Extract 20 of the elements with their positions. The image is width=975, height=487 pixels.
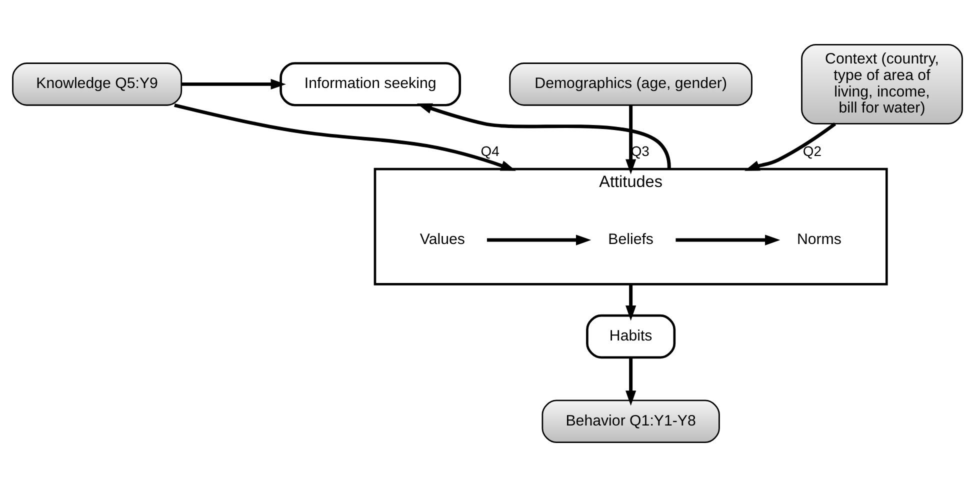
arrow — [676, 234, 780, 246]
edge-label: Q4 — [480, 142, 500, 159]
arrow — [626, 358, 636, 406]
node-box: Habits — [586, 314, 676, 359]
arrow — [416, 103, 671, 170]
node-text: Values — [420, 230, 465, 248]
node-box: Information seeking — [280, 62, 462, 106]
node-box: Demographics (age, gender) — [509, 62, 752, 106]
arrow — [181, 78, 286, 90]
node-box: Knowledge Q5:Y9 — [12, 62, 182, 106]
node-box: Context (country, type of area of living, income, bill for water) — [801, 44, 963, 124]
edge-label: Q2 — [802, 142, 822, 159]
arrow — [626, 284, 636, 321]
arrow — [626, 105, 636, 174]
node-text: Beliefs — [608, 230, 654, 248]
node-box: Behavior Q1:Y1-Y8 — [542, 400, 720, 444]
node-text: Norms — [796, 230, 842, 248]
arrow — [174, 103, 516, 171]
arrow — [744, 122, 836, 171]
arrow — [486, 234, 592, 246]
